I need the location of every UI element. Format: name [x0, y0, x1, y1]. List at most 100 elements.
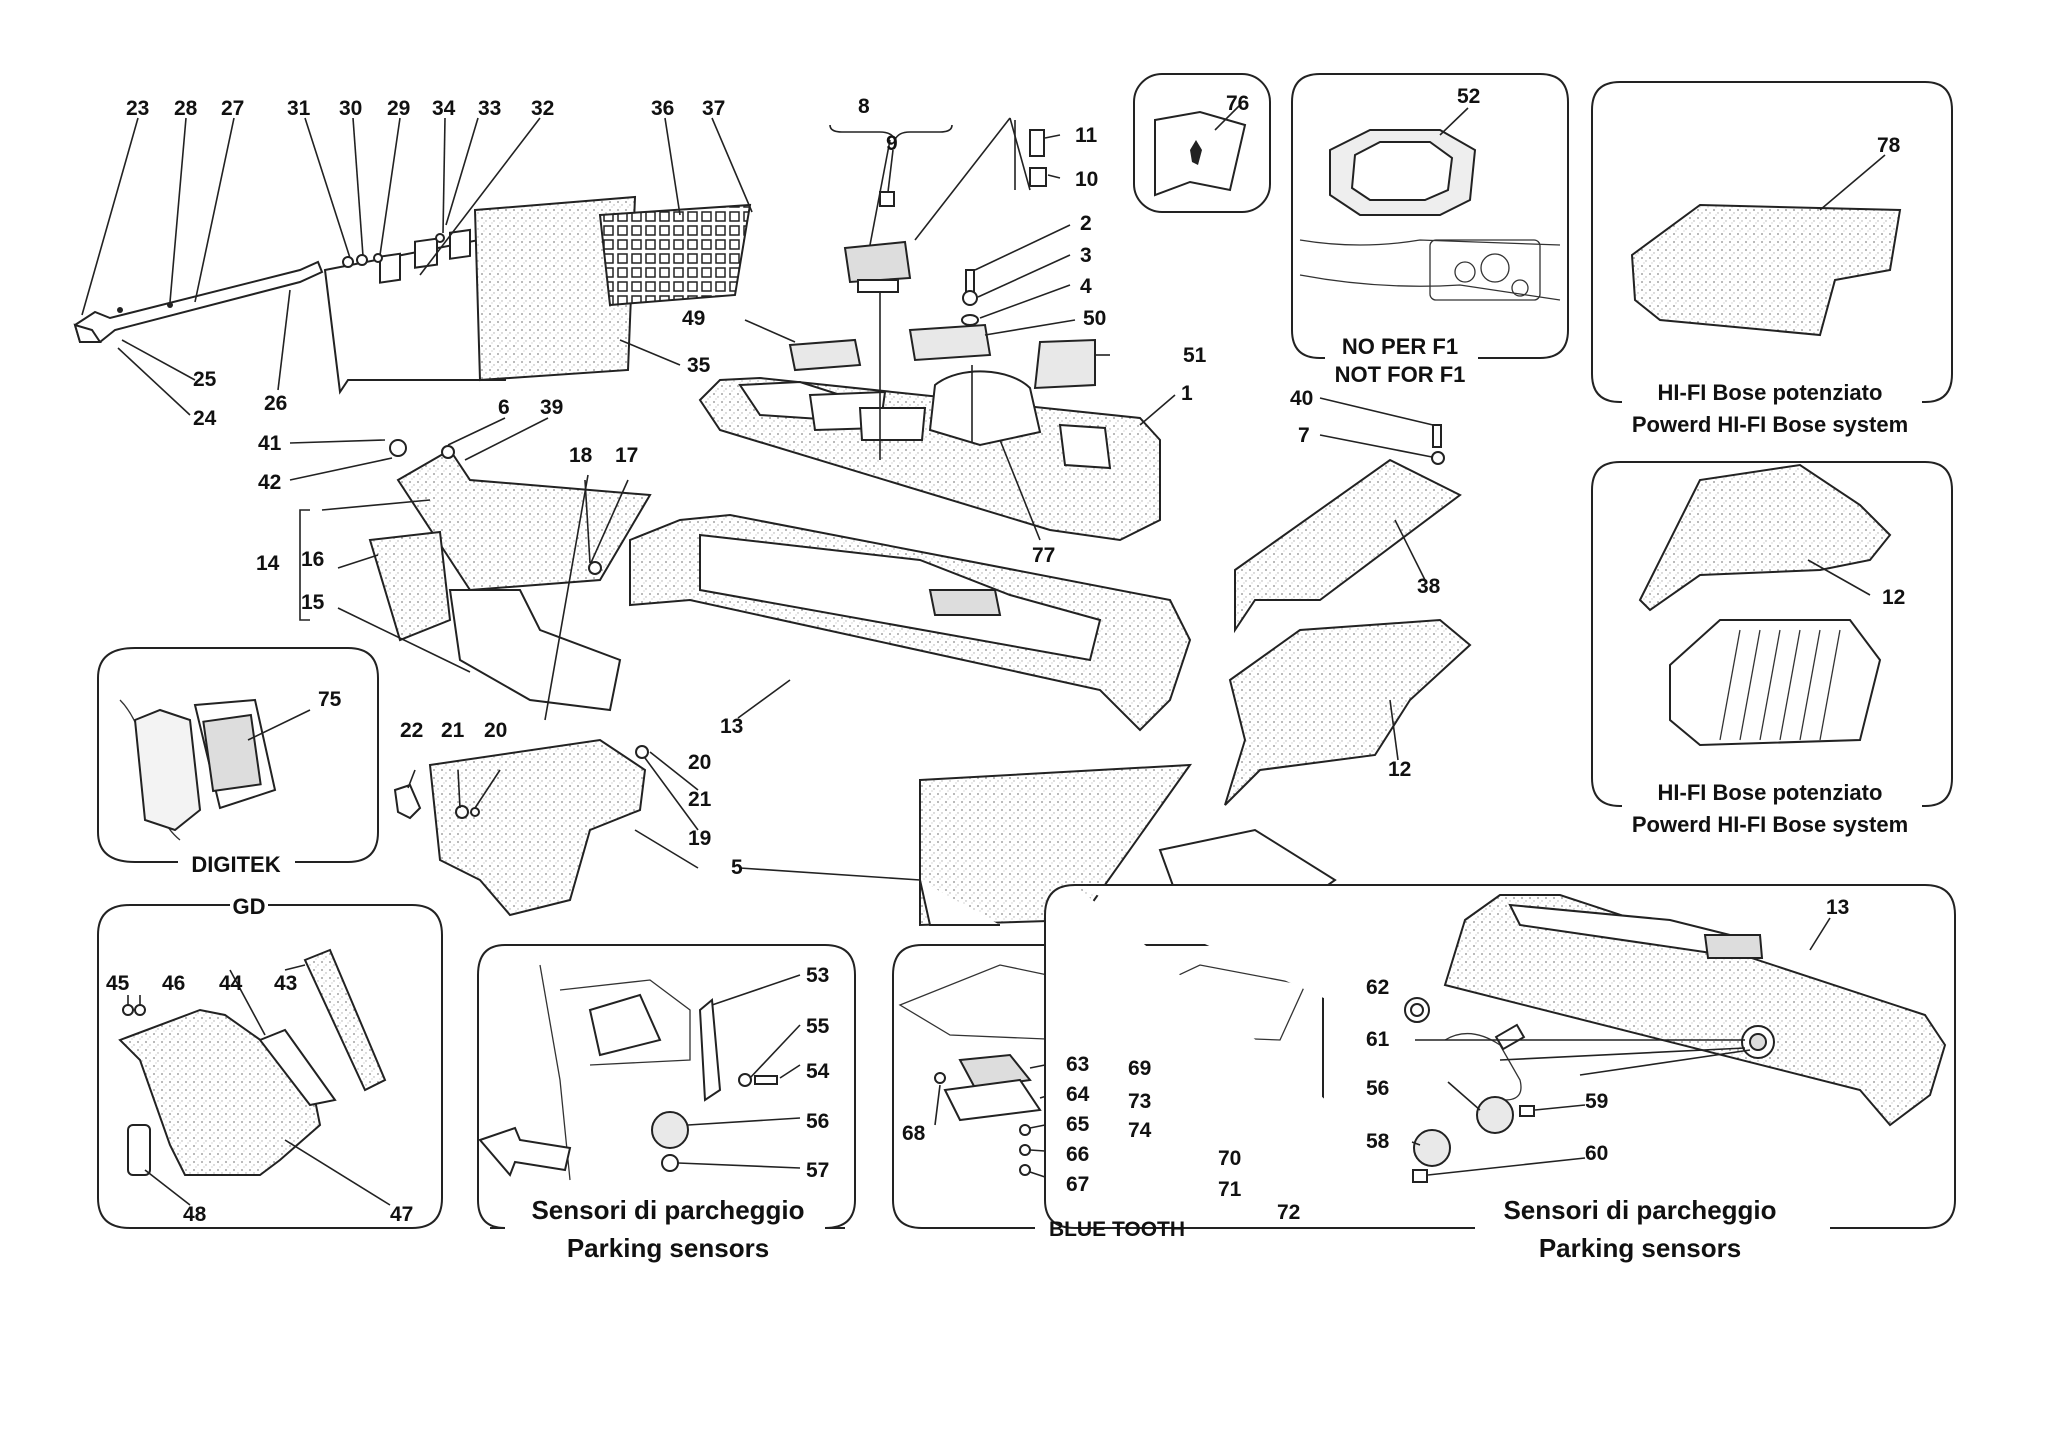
callout-72: 72 [1277, 1201, 1300, 1224]
caption-no-f1-en: NOT FOR F1 [1335, 362, 1466, 387]
callout-30: 30 [339, 97, 362, 120]
callout-28: 28 [174, 97, 198, 120]
callout-53: 53 [806, 964, 829, 987]
callout-62: 62 [1366, 976, 1389, 999]
caption-hifi2-it: HI-FI Bose potenziato [1658, 780, 1883, 805]
caption-parking-it: Sensori di parcheggio [531, 1195, 804, 1225]
leaders-top-left [81, 117, 753, 416]
callout-8: 8 [858, 95, 870, 118]
callout-37: 37 [702, 97, 725, 120]
callout-29: 29 [387, 97, 410, 120]
ferrari-manual-icon [1154, 110, 1247, 197]
callout-46: 46 [162, 972, 185, 995]
callout-33: 33 [478, 97, 501, 120]
callout-2: 2 [1080, 212, 1092, 235]
callout-25: 25 [193, 368, 217, 391]
callout-68: 68 [902, 1122, 926, 1145]
callout-73: 73 [1128, 1090, 1151, 1113]
caption-bluetooth: BLUE TOOTH [1049, 1218, 1185, 1241]
callout-13b: 13 [1826, 896, 1849, 919]
callout-50: 50 [1083, 307, 1106, 330]
callout-35: 35 [687, 354, 711, 377]
callout-58: 58 [1366, 1130, 1390, 1153]
caption-no-f1-it: NO PER F1 [1342, 334, 1458, 359]
gear-surround-group [1299, 107, 1561, 301]
callout-56: 56 [806, 1110, 829, 1133]
callout-21: 21 [441, 719, 465, 742]
callout-41: 41 [258, 432, 282, 455]
callout-60: 60 [1585, 1142, 1608, 1165]
callout-23: 23 [126, 97, 149, 120]
pedal-bracket-group [73, 195, 752, 395]
callout-59: 59 [1585, 1090, 1608, 1113]
panel-parking-left [477, 944, 856, 1229]
callout-6: 6 [498, 396, 510, 419]
callout-20b: 20 [688, 751, 711, 774]
callout-57: 57 [806, 1159, 829, 1182]
callout-64: 64 [1066, 1083, 1090, 1106]
callout-4: 4 [1080, 275, 1092, 298]
callout-32: 32 [531, 97, 554, 120]
callout-78: 78 [1877, 134, 1901, 157]
leaders-top-center [744, 117, 1176, 541]
callout-45: 45 [106, 972, 130, 995]
callout-36: 36 [651, 97, 674, 120]
callout-21b: 21 [688, 788, 712, 811]
callout-39: 39 [540, 396, 563, 419]
callout-34: 34 [432, 97, 456, 120]
callout-67: 67 [1066, 1173, 1089, 1196]
arrow-direction-icon [478, 1126, 572, 1177]
callout-77: 77 [1032, 544, 1055, 567]
callout-75: 75 [318, 688, 342, 711]
callout-27: 27 [221, 97, 244, 120]
callout-40: 40 [1290, 387, 1313, 410]
panel-captions: DIGITEK GD NO PER F1 NOT FOR F1 HI-FI Bo… [191, 334, 1908, 1263]
callout-10: 10 [1075, 168, 1098, 191]
leaders-center [289, 417, 921, 881]
callout-61: 61 [1366, 1028, 1390, 1051]
callout-19: 19 [688, 827, 711, 850]
caption-hifi-en: Powerd HI-FI Bose system [1632, 412, 1908, 437]
caption-parking2-it: Sensori di parcheggio [1503, 1195, 1776, 1225]
callout-31: 31 [287, 97, 311, 120]
caption-hifi2-en: Powerd HI-FI Bose system [1632, 812, 1908, 837]
callout-63: 63 [1066, 1053, 1089, 1076]
callout-49: 49 [682, 307, 705, 330]
callout-66: 66 [1066, 1143, 1089, 1166]
callout-48: 48 [183, 1203, 207, 1226]
callout-12b: 12 [1882, 586, 1905, 609]
callout-65: 65 [1066, 1113, 1090, 1136]
caption-digitek: DIGITEK [191, 852, 280, 877]
caption-parking-en: Parking sensors [567, 1233, 769, 1263]
callout-labels: 23 28 27 31 30 29 34 33 32 36 37 25 24 2… [106, 85, 1905, 1226]
callout-11: 11 [1075, 124, 1098, 147]
callout-52: 52 [1457, 85, 1480, 108]
callout-26: 26 [264, 392, 287, 415]
callout-12: 12 [1388, 758, 1411, 781]
callout-17: 17 [615, 444, 638, 467]
callout-71: 71 [1218, 1178, 1242, 1201]
callout-47: 47 [390, 1203, 413, 1226]
callout-14: 14 [256, 552, 280, 575]
callout-51: 51 [1183, 344, 1207, 367]
right-middle-group [1158, 424, 1472, 907]
caption-parking2-en: Parking sensors [1539, 1233, 1741, 1263]
callout-74: 74 [1128, 1119, 1152, 1142]
callout-70: 70 [1218, 1147, 1241, 1170]
console-upper-group [698, 129, 1161, 542]
callout-43: 43 [274, 972, 297, 995]
tunnel-trim-group [368, 439, 1193, 927]
caption-hifi-it: HI-FI Bose potenziato [1658, 380, 1883, 405]
callout-22: 22 [400, 719, 423, 742]
callout-54: 54 [806, 1060, 830, 1083]
callout-44: 44 [219, 972, 243, 995]
callout-24: 24 [193, 407, 217, 430]
callout-76: 76 [1226, 92, 1249, 115]
callout-56b: 56 [1366, 1077, 1389, 1100]
callout-13: 13 [720, 715, 743, 738]
callout-69: 69 [1128, 1057, 1151, 1080]
callout-55: 55 [806, 1015, 830, 1038]
callout-5: 5 [731, 856, 743, 879]
